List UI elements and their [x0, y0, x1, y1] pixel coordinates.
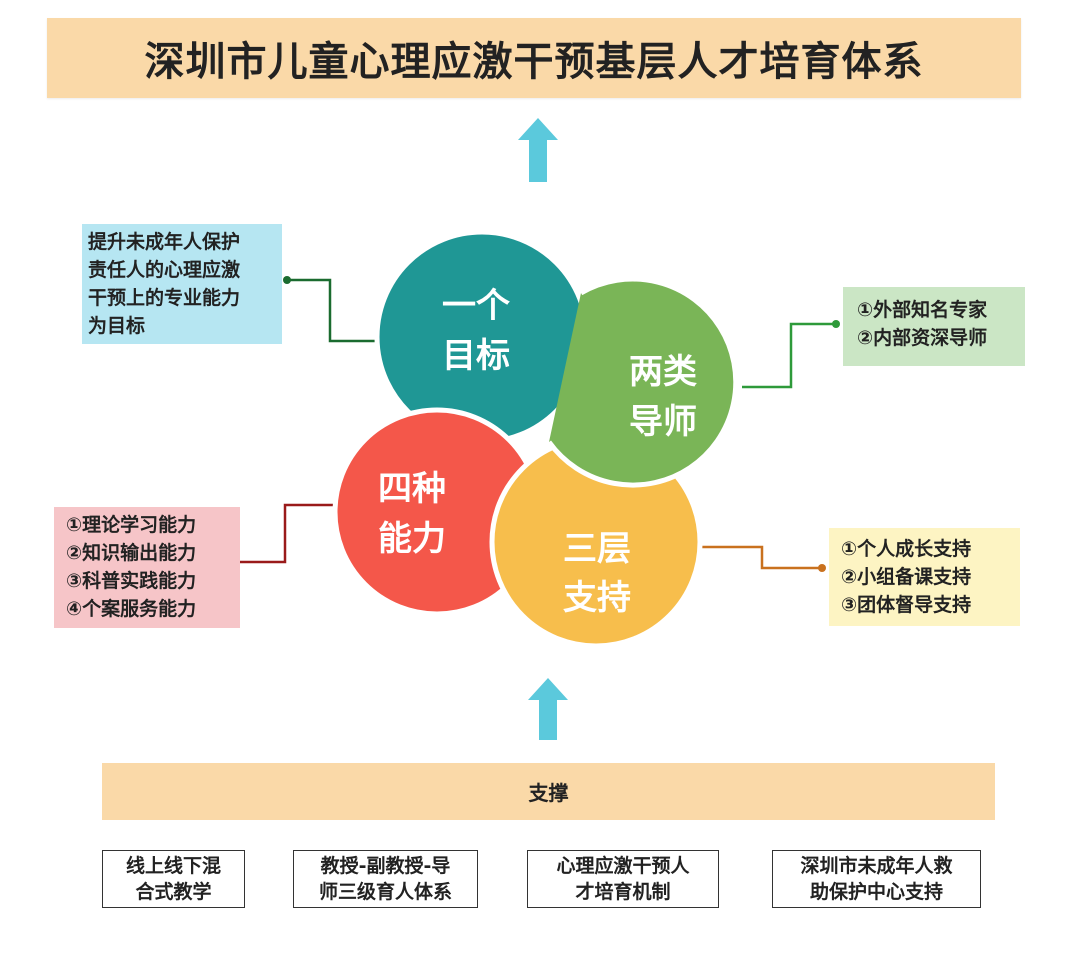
mentors-note-line: ②内部资深导师	[857, 327, 988, 349]
petal-support-line1: 三层	[563, 529, 631, 569]
foundation-banner: 支撑	[102, 763, 995, 820]
pillar-text: 心理应激干预人	[556, 855, 690, 877]
title-banner: 深圳市儿童心理应激干预基层人才培育体系	[47, 18, 1021, 98]
connector-mentors	[742, 320, 840, 389]
connector-support	[701, 545, 826, 572]
pillar-text: 线上线下混	[125, 855, 221, 877]
goal-note-line: 为目标	[88, 315, 146, 337]
pillar-text: 合式教学	[135, 881, 212, 903]
pillar-box: 深圳市未成年人救 助保护中心支持	[772, 850, 981, 908]
connector-goal	[283, 276, 378, 343]
petal-abilities-line1: 四种	[378, 469, 446, 509]
goal-note-line: 提升未成年人保护	[88, 231, 241, 253]
pillar-box: 心理应激干预人 才培育机制	[527, 850, 719, 908]
abilities-note-line: ③科普实践能力	[66, 570, 197, 592]
pillar-box: 教授-副教授-导 师三级育人体系	[293, 850, 478, 908]
pillar-text: 助保护中心支持	[809, 881, 943, 903]
up-arrow-bottom-icon	[528, 678, 568, 740]
goal-note-line: 干预上的专业能力	[88, 287, 241, 309]
abilities-note-line: ①理论学习能力	[66, 514, 197, 536]
petal-mentors-line1: 两类	[629, 352, 697, 392]
support-note-line: ③团体督导支持	[841, 594, 972, 616]
page-title: 深圳市儿童心理应激干预基层人才培育体系	[144, 39, 924, 85]
petal-abilities-line2: 能力	[378, 519, 446, 559]
mentors-note-line: ①外部知名专家	[857, 299, 988, 321]
foundation-label: 支撑	[528, 781, 569, 805]
petal-mentors-line2: 导师	[629, 402, 697, 442]
pillar-box: 线上线下混 合式教学	[102, 850, 245, 908]
support-note-line: ②小组备课支持	[841, 566, 972, 588]
goal-note-line: 责任人的心理应激	[88, 259, 241, 281]
up-arrow-top-icon	[518, 118, 558, 182]
support-note: ①个人成长支持 ②小组备课支持 ③团体督导支持	[829, 528, 1020, 626]
goal-note: 提升未成年人保护 责任人的心理应激 干预上的专业能力 为目标	[82, 224, 282, 344]
pillar-text: 教授-副教授-导	[320, 855, 451, 877]
pillar-text: 师三级育人体系	[318, 881, 452, 903]
petal-goal-line1: 一个	[442, 286, 510, 326]
mentors-note: ①外部知名专家 ②内部资深导师	[843, 287, 1025, 366]
abilities-note-line: ②知识输出能力	[66, 542, 197, 564]
petal-support-line2: 支持	[563, 578, 631, 618]
petal-mentors	[546, 276, 739, 488]
petal-goal-line2: 目标	[442, 336, 510, 376]
abilities-note: ①理论学习能力 ②知识输出能力 ③科普实践能力 ④个案服务能力	[54, 507, 240, 628]
pillar-text: 才培育机制	[575, 881, 671, 903]
support-note-line: ①个人成长支持	[841, 538, 972, 560]
pillar-text: 深圳市未成年人救	[800, 855, 953, 877]
connector-abilities	[240, 503, 338, 564]
abilities-note-line: ④个案服务能力	[66, 598, 197, 620]
